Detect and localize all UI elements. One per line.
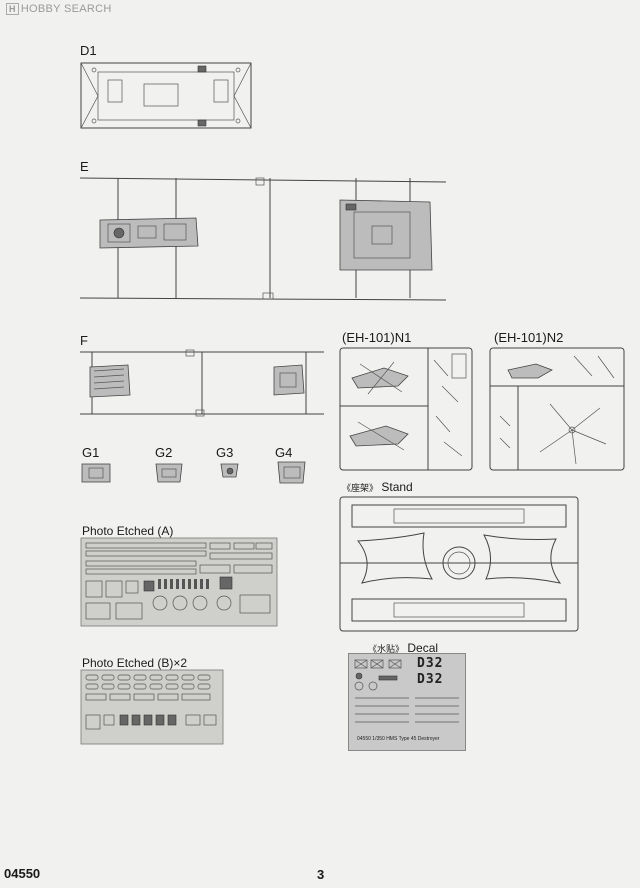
sprue-d1: [80, 62, 252, 129]
sprue-n2: [489, 347, 625, 471]
label-g4: G4: [275, 445, 293, 460]
label-n2: (EH-101)N2: [494, 330, 564, 345]
product-code: 04550: [4, 866, 41, 881]
label-d1: D1: [80, 43, 97, 58]
decal-sheet-art: [354, 659, 459, 723]
sprue-e: [79, 177, 447, 301]
part-g4: [277, 461, 306, 484]
label-g3: G3: [216, 445, 234, 460]
label-f: F: [80, 333, 88, 348]
label-g2: G2: [155, 445, 173, 460]
decal-label: 《水贴》 Decal: [368, 641, 438, 655]
label-pe-a: Photo Etched (A): [82, 524, 174, 538]
decal-number-1: D32: [417, 656, 444, 671]
page-number: 3: [317, 867, 325, 882]
sprue-f: [80, 349, 324, 417]
sheet-pe-a: [80, 537, 278, 627]
part-g3: [220, 463, 239, 478]
label-n1: (EH-101)N1: [342, 330, 412, 345]
watermark-text: HOBBY SEARCH: [20, 3, 112, 15]
sprue-n1: [339, 347, 473, 471]
label-g1: G1: [82, 445, 100, 460]
decal-label-en: Decal: [407, 641, 439, 655]
decal-caption: 04550 1/350 HMS Type 45 Destroyer: [357, 736, 440, 742]
sprue-stand: [339, 496, 579, 632]
stand-label-cn: 《座架》: [342, 483, 379, 493]
label-pe-b: Photo Etched (B)×2: [82, 656, 188, 670]
sheet-pe-b: [80, 669, 224, 745]
decal-sheet: D32 D32 04550 1/350 HMS Type 45 Destroye…: [348, 653, 466, 751]
stand-label-en: Stand: [381, 480, 413, 494]
part-g1: [81, 463, 111, 483]
decal-number-2: D32: [417, 672, 444, 687]
stand-label: 《座架》 Stand: [342, 480, 413, 494]
part-g2: [155, 463, 183, 483]
label-e: E: [80, 159, 89, 174]
decal-label-cn: 《水贴》: [368, 644, 405, 654]
watermark-logo-icon: H: [6, 3, 19, 15]
